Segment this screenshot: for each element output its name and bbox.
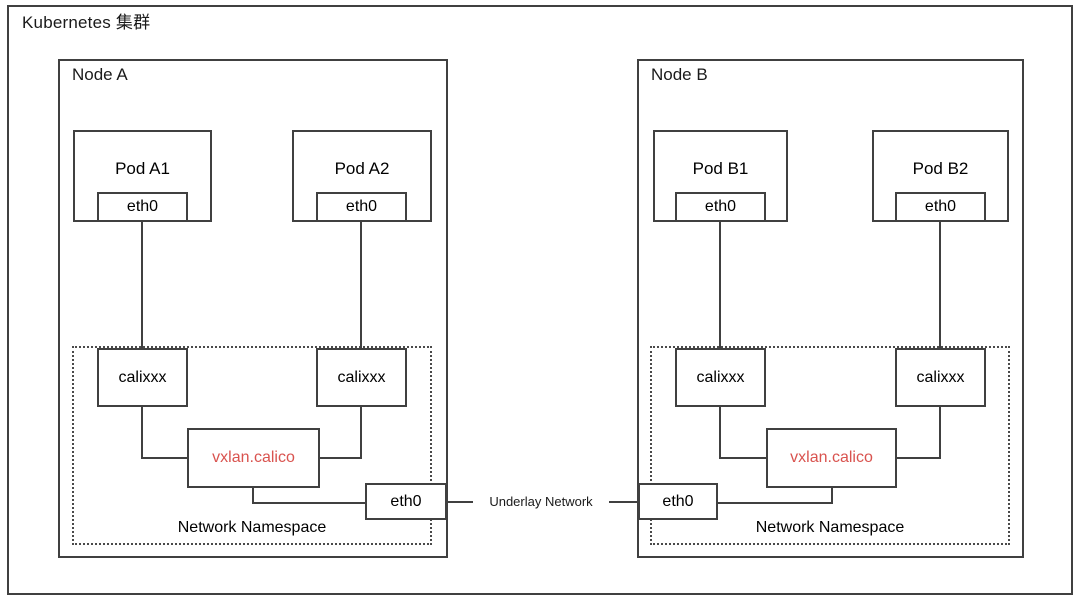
node-a-eth0-label: eth0 <box>390 492 422 510</box>
node-b-calixxx-1-label: calixxx <box>696 368 745 386</box>
link-cali-b1-down <box>719 407 721 458</box>
node-a-calixxx-2-label: calixxx <box>337 368 386 386</box>
node-a-title: Node A <box>72 65 128 84</box>
node-b-title: Node B <box>651 65 708 84</box>
node-b-namespace-label: Network Namespace <box>755 519 905 536</box>
cluster-title: Kubernetes 集群 <box>22 13 151 32</box>
link-cali-a2-left <box>318 457 362 459</box>
link-vxlan-a-to-eth0 <box>252 502 367 504</box>
link-cali-a1-down <box>141 407 143 458</box>
pod-b2-eth0-label: eth0 <box>924 198 957 215</box>
node-b-eth0-box <box>638 483 718 520</box>
node-b-vxlan-calico-label: vxlan.calico <box>790 449 873 466</box>
pod-b2-label: Pod B2 <box>912 159 969 178</box>
pod-a1-eth0-label: eth0 <box>126 198 159 215</box>
link-vxlan-a-down <box>252 488 254 504</box>
link-cali-b2-down <box>939 407 941 458</box>
node-a-eth0-box <box>365 483 447 520</box>
pod-b1-eth0-box <box>675 192 766 222</box>
node-a-namespace-label: Network Namespace <box>177 519 327 536</box>
pod-b1-eth0-label: eth0 <box>704 198 737 215</box>
link-cali-b1-right <box>719 457 768 459</box>
node-b-vxlan-calico-box <box>766 428 897 488</box>
link-cali-a1-right <box>141 457 189 459</box>
node-a-calixxx-2-box <box>316 348 407 407</box>
node-b-calixxx-2-label: calixxx <box>916 368 965 386</box>
pod-a2-label: Pod A2 <box>334 159 390 178</box>
link-cali-a2-down <box>360 407 362 458</box>
pod-b1-label: Pod B1 <box>692 159 749 178</box>
link-pod-a1-to-cali <box>141 222 143 348</box>
node-b-calixxx-2-box <box>895 348 986 407</box>
node-a-vxlan-calico-label: vxlan.calico <box>212 449 295 466</box>
pod-a2-eth0-label: eth0 <box>345 198 378 215</box>
link-vxlan-b-down <box>831 488 833 504</box>
pod-a2-eth0-box <box>316 192 407 222</box>
node-a-calixxx-1-box <box>97 348 188 407</box>
node-a-calixxx-1-label: calixxx <box>118 368 167 386</box>
node-b-calixxx-1-box <box>675 348 766 407</box>
link-cali-b2-left <box>896 457 941 459</box>
link-pod-b1-to-cali <box>719 222 721 348</box>
link-vxlan-b-to-eth0 <box>716 502 833 504</box>
underlay-network-label: Underlay Network <box>489 494 593 509</box>
node-b-network-namespace-box <box>650 346 1010 545</box>
node-a-network-namespace-box <box>72 346 432 545</box>
link-pod-a2-to-cali <box>360 222 362 348</box>
pod-a1-label: Pod A1 <box>115 159 170 178</box>
node-b-eth0-label: eth0 <box>662 492 694 510</box>
underlay-line-left <box>447 501 473 503</box>
underlay-line-right <box>609 501 638 503</box>
link-pod-b2-to-cali <box>939 222 941 348</box>
node-a-vxlan-calico-box <box>187 428 320 488</box>
pod-a1-eth0-box <box>97 192 188 222</box>
pod-b2-eth0-box <box>895 192 986 222</box>
